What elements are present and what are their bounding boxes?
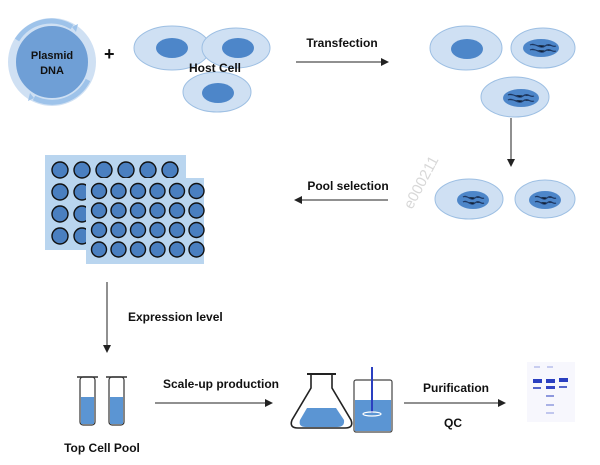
test-tubes-icon [77, 376, 127, 426]
plate-well [51, 161, 69, 179]
transfection-label: Transfection [306, 36, 377, 50]
top-cell-pool-label: Top Cell Pool [64, 441, 140, 455]
gel-image [527, 362, 575, 422]
plate-well [149, 241, 166, 258]
plasmid-label-line2: DNA [40, 65, 64, 77]
plate-well [90, 182, 108, 200]
plate-well [168, 241, 186, 258]
bioreactor-icon [353, 367, 393, 433]
pool-selection-label: Pool selection [307, 179, 388, 193]
expression-level-label: Expression level [128, 310, 223, 324]
plate-well [129, 182, 147, 200]
scale-up-label: Scale-up production [163, 377, 279, 391]
plate-well [161, 161, 179, 179]
plate-well [90, 221, 108, 239]
plate-well [168, 221, 186, 239]
plate-well [188, 202, 205, 219]
plate-well [168, 202, 186, 219]
plate-well [149, 182, 166, 200]
plate-well [129, 221, 147, 239]
plus-sign: + [104, 44, 115, 64]
selected-cells [434, 178, 576, 220]
plate-well [51, 183, 69, 201]
plate-well [139, 161, 157, 179]
plate-well [129, 241, 147, 258]
transfected-cells [429, 25, 576, 118]
plate-well [90, 202, 108, 219]
plasmid-dna-icon [8, 18, 96, 106]
plate-well [51, 227, 69, 245]
host-cells [133, 25, 271, 113]
plate-well [149, 202, 166, 219]
plate-well [188, 241, 205, 258]
plate-well [51, 205, 69, 223]
plate-well [188, 182, 205, 200]
plasmid-label-line1: Plasmid [31, 50, 73, 62]
plate-well [117, 161, 135, 179]
host-cell-label: Host Cell [189, 61, 241, 75]
plate-well [110, 182, 127, 200]
plate-well [129, 202, 147, 219]
plate-well [90, 241, 108, 258]
plate-well [95, 161, 113, 179]
flask-icon [290, 373, 353, 429]
purification-label: Purification [423, 381, 489, 395]
plate-well [168, 182, 186, 200]
plate-well [73, 161, 91, 179]
plate-well [188, 221, 205, 239]
qc-label: QC [444, 416, 462, 430]
plate-well [110, 221, 127, 239]
plate-well [149, 221, 166, 239]
well-plates [45, 155, 205, 264]
plate-well [110, 241, 127, 258]
plate-well [110, 202, 127, 219]
